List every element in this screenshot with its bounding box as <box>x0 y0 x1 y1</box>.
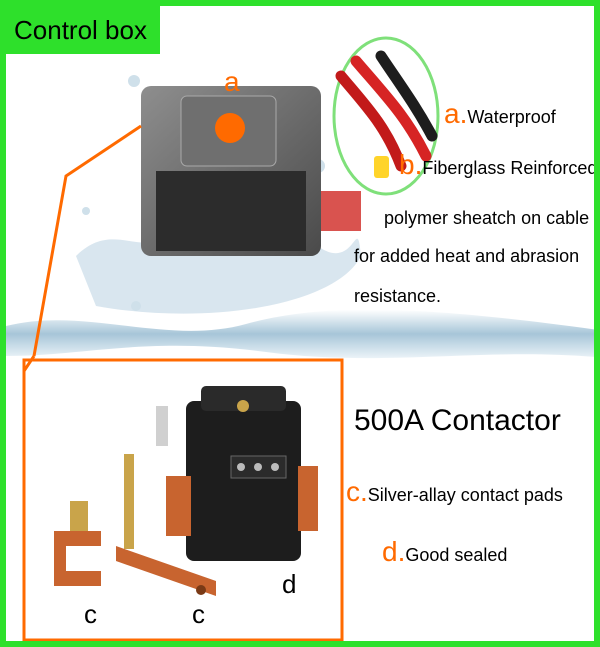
contactor-graphic <box>156 386 318 561</box>
feature-d-letter: d. <box>382 536 406 567</box>
feature-a-text: Waterproof <box>467 107 556 127</box>
feature-d-text: Good sealed <box>405 545 508 565</box>
feature-b-line3: for added heat and abrasion <box>354 246 580 266</box>
illustration-layer <box>6 36 594 641</box>
contactor-title: 500A Contactor <box>354 404 561 437</box>
marker-a-label: a <box>224 66 240 97</box>
feature-b-text: Fiberglass Reinforced <box>422 158 598 178</box>
feature-a: a.Waterproof <box>444 98 556 130</box>
terminal-clip-graphic <box>54 501 101 586</box>
feature-b: b.Fiberglass Reinforced <box>399 149 598 181</box>
feature-b-line4: resistance. <box>354 286 442 306</box>
feature-a-letter: a. <box>444 98 468 129</box>
cable-inset-graphic <box>332 36 440 196</box>
page-title: Control box <box>6 6 160 54</box>
marker-c-label-2: c <box>192 599 205 629</box>
feature-b-line2: polymer sheatch on cable <box>384 208 590 228</box>
feature-c-letter: c. <box>346 476 368 507</box>
feature-b-letter: b. <box>399 149 423 180</box>
feature-c: c.Silver-allay contact pads <box>346 476 563 508</box>
marker-d-label: d <box>282 569 297 599</box>
contactor-panel-frame <box>22 358 344 641</box>
feature-d: d.Good sealed <box>382 536 507 568</box>
feature-c-text: Silver-allay contact pads <box>367 485 563 505</box>
marker-c-label-1: c <box>84 599 97 629</box>
terminal-bar-graphic <box>116 454 216 596</box>
control-box-graphic <box>141 86 361 256</box>
marker-a-dot <box>215 113 245 143</box>
